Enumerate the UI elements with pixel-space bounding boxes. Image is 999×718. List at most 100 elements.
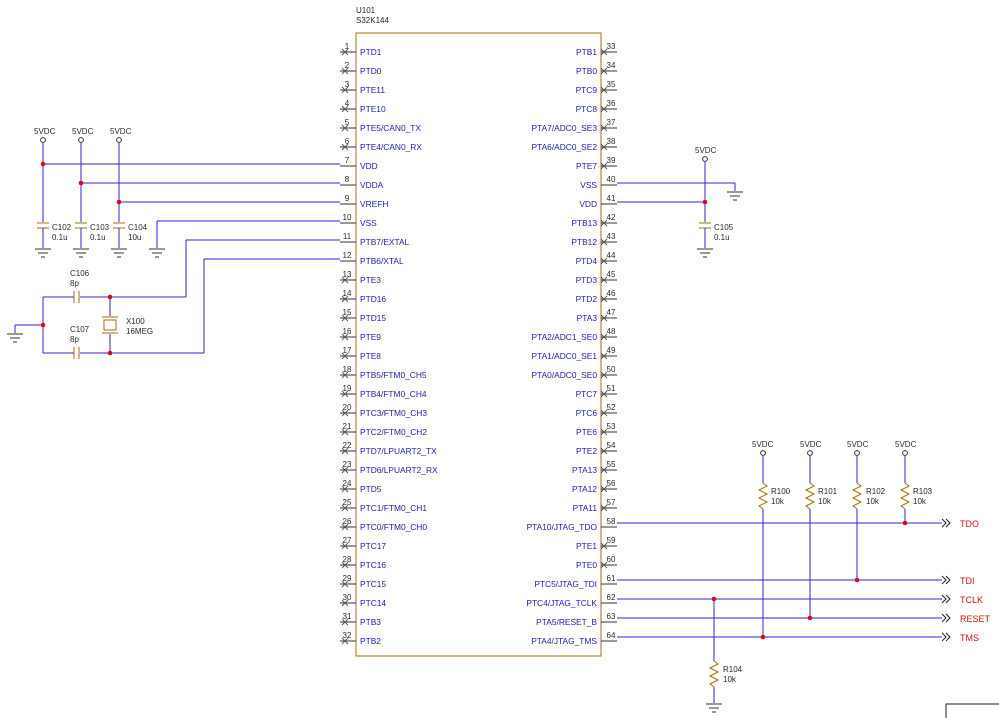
resistor-r101[interactable]: 5VDC R101 10k	[800, 440, 838, 618]
cap-ref: C104	[128, 223, 148, 232]
offpage-reset[interactable]: RESET	[941, 613, 991, 624]
capacitor-c105[interactable]: C105 0.1u	[699, 222, 734, 248]
capacitor-c104[interactable]: C104 10u	[113, 222, 148, 248]
resistor-r102[interactable]: 5VDC R102 10k	[847, 440, 886, 580]
pin-number: 27	[343, 536, 352, 545]
pin-number: 61	[607, 574, 616, 583]
capacitor-c107[interactable]: C107 8p	[70, 325, 90, 359]
crystal-x100[interactable]: X100 16MEG	[102, 297, 153, 353]
ic-u101[interactable]: U101 S32K144 1PTD12PTD03PTE114PTE105PTE5…	[340, 6, 617, 657]
offpage-tdi[interactable]: TDI	[941, 575, 975, 586]
pin-number: 6	[345, 137, 350, 146]
pin-number: 24	[343, 479, 352, 488]
resistor-r103[interactable]: 5VDC R103 10k	[895, 440, 933, 523]
cap-value: 0.1u	[52, 233, 68, 242]
resistor-r104[interactable]: R104 10k	[708, 599, 743, 703]
pin-number: 54	[607, 441, 616, 450]
capacitor-c106[interactable]: C106 8p	[70, 269, 90, 303]
offpage-tms[interactable]: TMS	[941, 632, 979, 643]
no-connect-mark	[341, 276, 349, 284]
capacitor-c103[interactable]: C103 0.1u	[75, 222, 110, 248]
resistor-r100[interactable]: 5VDC R100 10k	[752, 440, 791, 637]
pin-name: PTC9	[576, 85, 598, 95]
junction-dot	[854, 577, 860, 583]
pin-number: 58	[607, 517, 616, 526]
offpage-tclk[interactable]: TCLK	[941, 594, 983, 605]
pin-number: 36	[607, 99, 616, 108]
net-label-tclk: TCLK	[960, 595, 983, 605]
pin-name: PTB5/FTM0_CH5	[360, 370, 427, 380]
offpage-tdo[interactable]: TDO	[941, 518, 979, 529]
resistor-value: 10k	[771, 497, 785, 506]
pin-name: PTB2	[360, 636, 381, 646]
pin-name: PTC17	[360, 541, 386, 551]
supply-terminal	[902, 450, 908, 456]
capacitor-c102[interactable]: C102 0.1u	[37, 222, 72, 248]
